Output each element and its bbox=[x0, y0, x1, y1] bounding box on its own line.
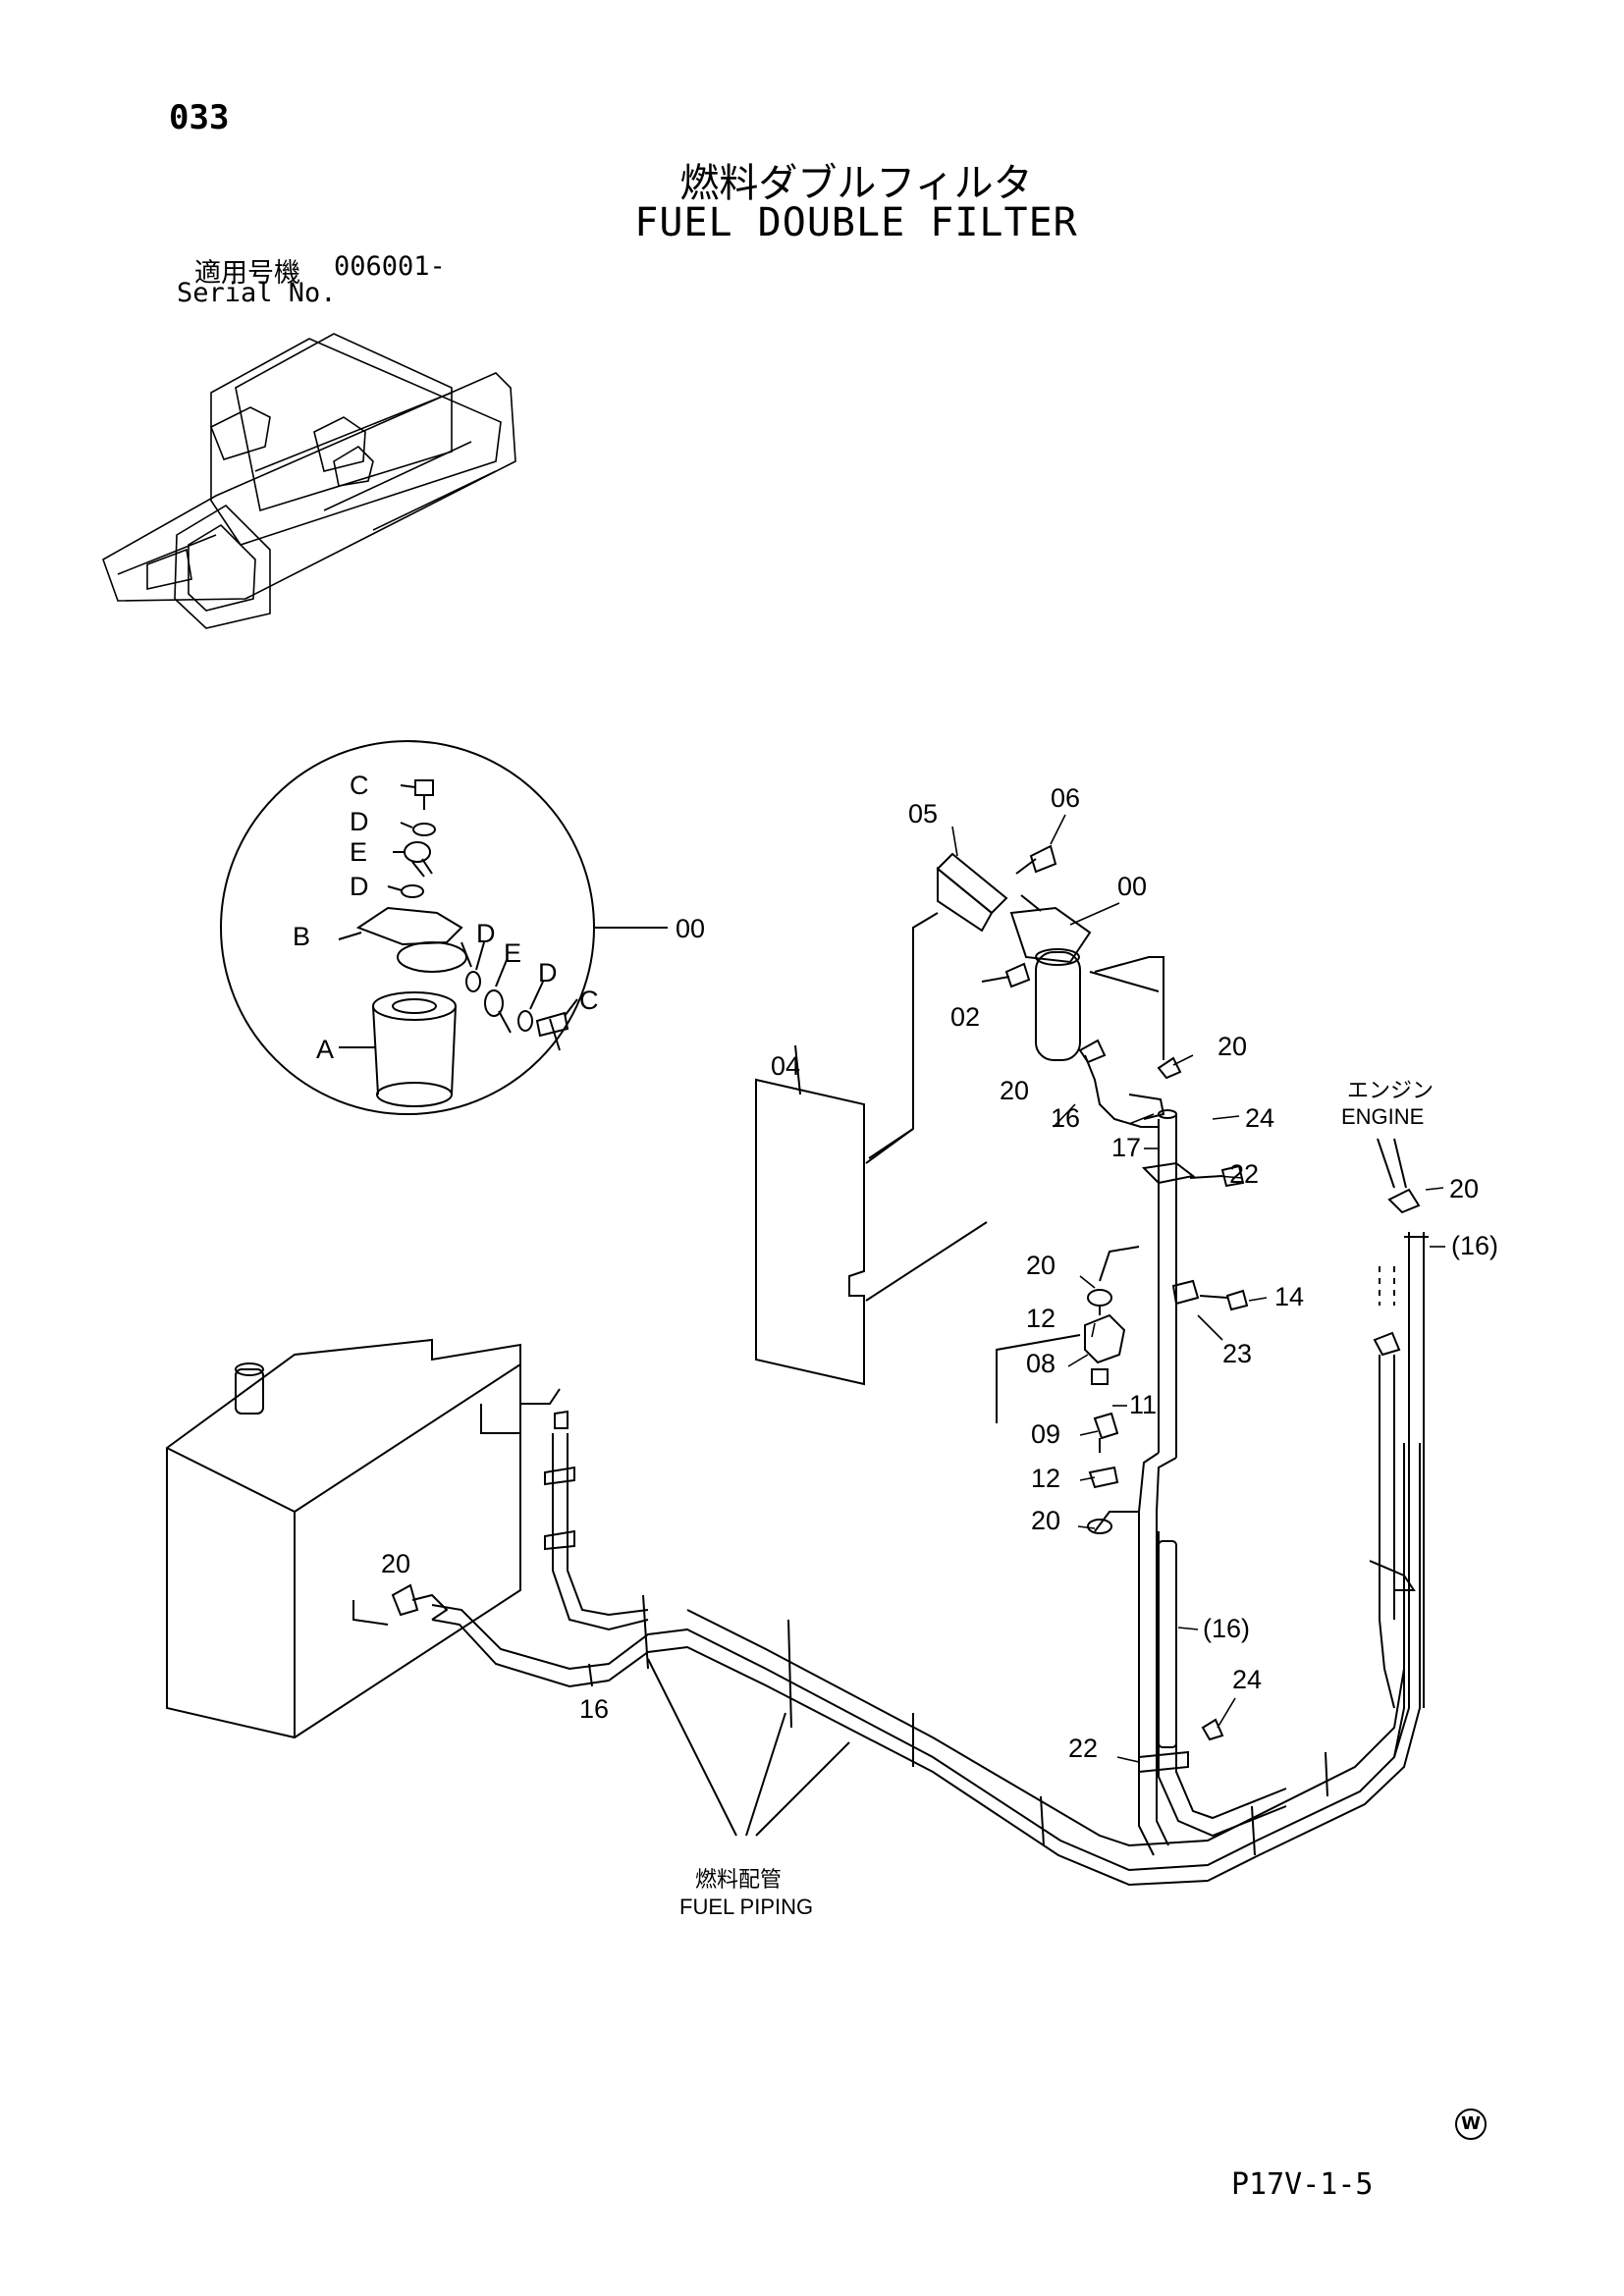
page-title-jp: 燃料ダブルフィルタ bbox=[679, 161, 1033, 206]
fuel-tank bbox=[166, 1338, 561, 1739]
callout-leaders bbox=[951, 814, 1445, 1763]
callout-16-a: 16 bbox=[1051, 1103, 1080, 1133]
w-mark: W bbox=[1455, 2109, 1487, 2140]
callout-04: 04 bbox=[771, 1051, 800, 1081]
callout-23: 23 bbox=[1222, 1339, 1252, 1368]
filter-assembly bbox=[868, 844, 1164, 1159]
callout-11: 11 bbox=[1129, 1390, 1157, 1419]
plate-04 bbox=[755, 1044, 988, 1386]
callout-20-a: 20 bbox=[1000, 1076, 1029, 1105]
fuel-lines-upper bbox=[996, 1039, 1249, 1534]
callout-05: 05 bbox=[908, 799, 938, 828]
callout-12-b: 12 bbox=[1031, 1464, 1060, 1493]
footer-code: P17V-1-5 bbox=[1231, 2167, 1374, 2202]
callout-16-paren-a: (16) bbox=[1451, 1231, 1498, 1260]
callout-24-a: 24 bbox=[1245, 1103, 1274, 1133]
callout-20-c: 20 bbox=[1449, 1174, 1479, 1203]
callout-20-b: 20 bbox=[1218, 1032, 1247, 1061]
callout-20-f: 20 bbox=[381, 1549, 410, 1578]
callout-d2: D bbox=[350, 872, 369, 901]
serial-label-jp: 適用号機 bbox=[194, 258, 300, 289]
callout-06: 06 bbox=[1051, 783, 1080, 813]
callout-09: 09 bbox=[1031, 1419, 1060, 1449]
callout-00: 00 bbox=[1117, 872, 1147, 901]
page-title-en: FUEL DOUBLE FILTER bbox=[634, 200, 1078, 245]
callout-d3: D bbox=[476, 919, 496, 948]
callout-22-b: 22 bbox=[1068, 1734, 1098, 1763]
callout-24-b: 24 bbox=[1232, 1665, 1262, 1694]
page-number: 033 bbox=[169, 98, 230, 137]
callout-12-a: 12 bbox=[1026, 1304, 1056, 1333]
callout-20-d: 20 bbox=[1026, 1251, 1056, 1280]
callout-a: A bbox=[316, 1035, 334, 1064]
callout-02: 02 bbox=[950, 1002, 980, 1032]
fuel-piping-label-jp: 燃料配管 bbox=[695, 1868, 782, 1893]
callout-20-e: 20 bbox=[1031, 1506, 1060, 1535]
callout-b: B bbox=[293, 922, 310, 951]
fuel-piping-label-en: FUEL PIPING bbox=[679, 1895, 813, 1919]
callout-labels: C D E D B D E D C A 00 05 06 00 02 04 20… bbox=[293, 771, 1498, 1763]
serial-label-en: Serial No. bbox=[177, 278, 337, 308]
callout-08: 08 bbox=[1026, 1349, 1056, 1378]
callout-22-a: 22 bbox=[1229, 1159, 1259, 1189]
callout-00-circle: 00 bbox=[676, 914, 705, 943]
engine-label-en: ENGINE bbox=[1341, 1104, 1424, 1129]
callout-d1: D bbox=[350, 807, 369, 836]
fuel-piping bbox=[391, 1138, 1429, 1887]
callout-14: 14 bbox=[1274, 1282, 1304, 1311]
callout-c1: C bbox=[350, 771, 369, 800]
callout-d4: D bbox=[538, 958, 558, 988]
engine-label-jp: エンジン bbox=[1347, 1079, 1434, 1103]
callout-17: 17 bbox=[1111, 1133, 1141, 1162]
callout-16-b: 16 bbox=[579, 1694, 609, 1724]
section-labels: エンジン ENGINE 燃料配管 FUEL PIPING bbox=[679, 1079, 1434, 1919]
callout-c2: C bbox=[579, 986, 599, 1015]
callout-16-paren-b: (16) bbox=[1203, 1614, 1250, 1643]
serial-value: 006001- bbox=[334, 251, 446, 282]
callout-e2: E bbox=[504, 938, 521, 968]
callout-e1: E bbox=[350, 837, 367, 867]
machine-thumbnail bbox=[102, 333, 516, 629]
detail-circle bbox=[220, 740, 668, 1115]
